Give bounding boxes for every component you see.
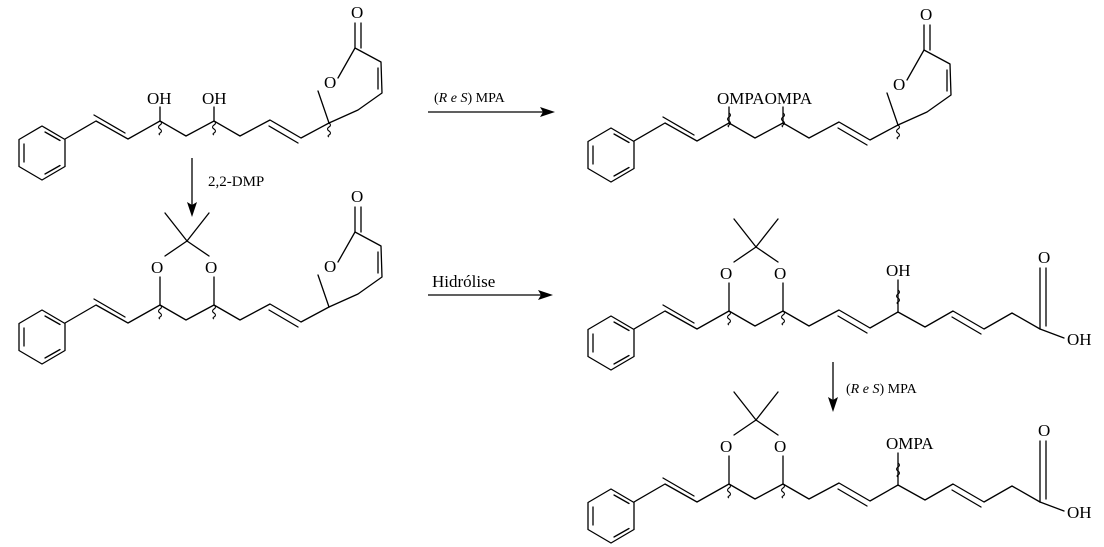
carbonyl-oxygen-label: O xyxy=(351,187,363,206)
carbonyl-oxygen-label: O xyxy=(351,3,363,22)
dioxane-oxygen-label: O xyxy=(720,437,732,456)
reaction-arrow-dmp: 2,2-DMP xyxy=(187,158,264,217)
reagent-label-mpa: (R e S) MPA xyxy=(434,91,506,106)
phenyl-ring xyxy=(587,488,635,544)
reaction-arrow-mpa-bottom: (R e S) MPA xyxy=(828,362,918,412)
dioxane-oxygen-label: O xyxy=(774,437,786,456)
hydroxyl-label: OH xyxy=(886,261,911,280)
reagent-label-mpa: (R e S) MPA xyxy=(846,382,918,397)
acid-carbonyl-oxygen-label: O xyxy=(1038,421,1050,440)
ring-oxygen-label: O xyxy=(324,257,336,276)
molecule-mpa-ester-acid: O O OMPA O OH xyxy=(587,391,1092,544)
molecule-diol-lactone: OH OH O O xyxy=(18,3,383,181)
phenyl-ring xyxy=(18,125,66,181)
ring-oxygen-label: O xyxy=(893,75,905,94)
hydroxyl-label: OH xyxy=(147,89,172,108)
dioxane-oxygen-label: O xyxy=(151,258,163,277)
ompa-label: OMPA xyxy=(886,434,934,453)
ring-oxygen-label: O xyxy=(324,73,336,92)
molecule-bis-mpa-ester: OMPAOMPA O O xyxy=(587,5,952,183)
reagent-label-dmp: 2,2-DMP xyxy=(208,174,264,190)
reaction-arrow-mpa-top: (R e S) MPA xyxy=(428,91,555,117)
hydroxyl-label: OH xyxy=(202,89,227,108)
ompa-pair-label: OMPAOMPA xyxy=(717,89,813,108)
dioxane-oxygen-label: O xyxy=(774,264,786,283)
carbonyl-oxygen-label: O xyxy=(920,5,932,24)
phenyl-ring xyxy=(18,309,66,365)
acid-carbonyl-oxygen-label: O xyxy=(1038,248,1050,267)
phenyl-ring xyxy=(587,315,635,371)
molecule-hydroxy-acid: O O OH O OH xyxy=(587,218,1092,371)
acid-hydroxyl-label: OH xyxy=(1067,503,1092,522)
acid-hydroxyl-label: OH xyxy=(1067,330,1092,349)
molecule-acetonide-lactone: O O O O xyxy=(18,187,383,365)
dioxane-oxygen-label: O xyxy=(205,258,217,277)
phenyl-ring xyxy=(587,127,635,183)
dioxane-oxygen-label: O xyxy=(720,264,732,283)
reagent-label-hydrolysis: Hidrólise xyxy=(432,272,495,291)
reaction-arrow-hydrolysis: Hidrólise xyxy=(428,272,553,300)
